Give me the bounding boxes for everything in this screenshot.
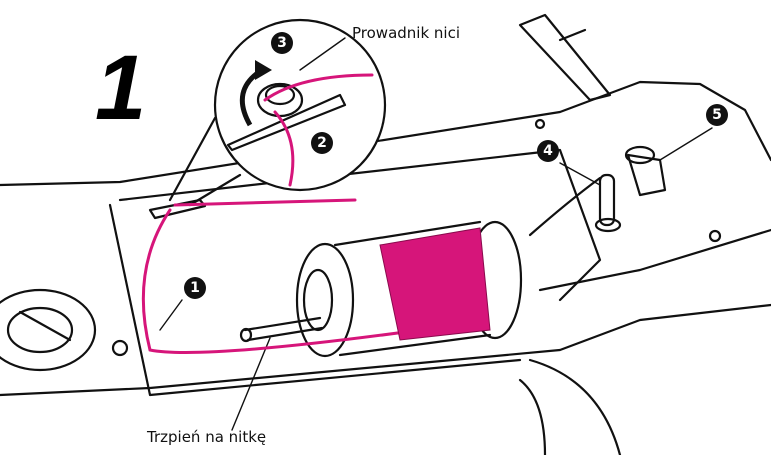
screw-3 [534, 118, 546, 130]
leader-1 [159, 299, 183, 331]
leader-4 [559, 162, 601, 186]
winder-base [594, 217, 622, 233]
front-curve-2 [518, 378, 547, 455]
leader-5 [659, 127, 713, 161]
machine-recess [108, 148, 602, 397]
thread-run-top [173, 198, 357, 207]
magnified-guide-knob-top [264, 84, 296, 106]
thread-spool-winding [379, 227, 491, 341]
winder-arm [528, 176, 602, 237]
step-number: 1 [95, 37, 147, 139]
thread-magnified-2 [273, 110, 295, 187]
spool-body [333, 220, 492, 357]
machine-front-edge [0, 303, 771, 397]
handwheel [0, 288, 97, 372]
lid-hinge [558, 28, 587, 42]
machine-body-outline [0, 80, 771, 187]
leader-guide [299, 37, 346, 71]
handwheel-inner [6, 306, 74, 354]
marker-5: 5 [706, 104, 728, 126]
guide-on-machine [148, 198, 207, 220]
thread-run-left [141, 208, 422, 354]
thread-guide-label: Prowadnik nici [352, 24, 460, 42]
screw-1 [111, 339, 129, 357]
spool-left-flange-inner [302, 268, 334, 332]
right-housing [538, 228, 771, 292]
spool-pin-tip [239, 327, 253, 343]
screw-2 [708, 229, 722, 243]
winder-pin [598, 173, 616, 227]
magnified-guide-plate [226, 93, 347, 152]
winder-stopper [626, 153, 667, 197]
open-lid [518, 13, 612, 102]
right-front-curve [528, 358, 622, 455]
marker-2: 2 [311, 132, 333, 154]
thread-magnified-1 [263, 73, 374, 102]
spool-left-flange [295, 242, 355, 358]
winder-stopper-top [624, 145, 656, 165]
marker-3: 3 [271, 32, 293, 54]
spool-pin-label: Trzpień na nitkę [147, 428, 267, 446]
spool-pin-shaft [243, 316, 324, 342]
handwheel-grip [18, 310, 72, 342]
marker-4: 4 [537, 140, 559, 162]
marker-1: 1 [184, 277, 206, 299]
leader-pin [231, 337, 271, 431]
